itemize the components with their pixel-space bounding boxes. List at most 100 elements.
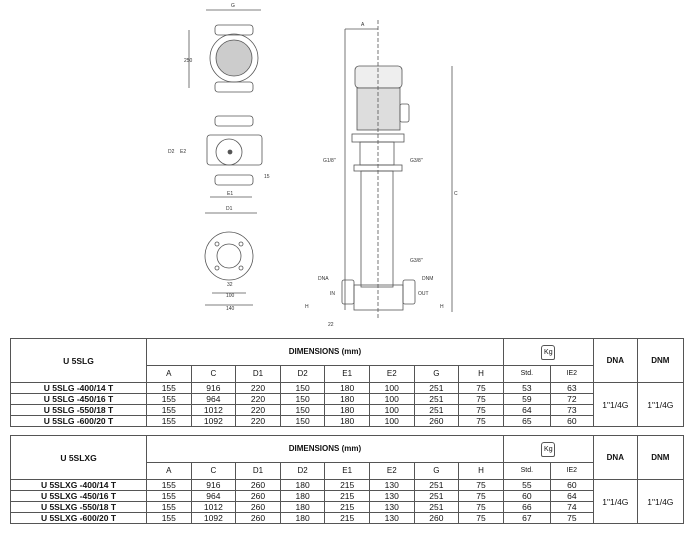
model-name: U 5SLG -400/14 T (10, 382, 147, 394)
dim-label-g: G (231, 3, 235, 9)
dimension-value: 215 (324, 490, 370, 502)
dimension-value: 251 (413, 490, 460, 502)
dim-label-22: 22 (328, 322, 334, 328)
inlet-label: IN (330, 291, 335, 297)
dimension-value: 180 (279, 479, 326, 491)
dimension-value: 75 (458, 415, 504, 427)
dimension-value: 155 (146, 490, 192, 502)
dimension-value: 1012 (190, 501, 237, 513)
dimension-value: 180 (324, 415, 370, 427)
dim-label-15: 15 (264, 174, 270, 180)
weight-ie2: 74 (549, 501, 594, 513)
weight-std: 59 (502, 393, 551, 405)
dimension-value: 150 (279, 393, 326, 405)
dimension-value: 155 (146, 415, 192, 427)
dimension-value: 75 (458, 382, 504, 394)
dim-label-a: A (361, 22, 365, 28)
dimension-value: 916 (190, 479, 237, 491)
table-title: U 5SLG (10, 338, 147, 383)
dna-value: 1"1/4G (592, 382, 638, 427)
dimension-value: 1092 (190, 415, 237, 427)
dim-label-h-right: H (440, 304, 444, 310)
dimension-value: 260 (235, 501, 281, 513)
column-header: A (146, 365, 192, 383)
weight-header: Kg (502, 338, 594, 366)
column-header: D2 (279, 365, 326, 383)
dnm-header: DNM (636, 338, 684, 383)
dim-label-dna: DNA (318, 276, 329, 282)
dimension-value: 155 (146, 404, 192, 416)
dimension-value: 75 (458, 490, 504, 502)
dimension-value: 220 (235, 415, 281, 427)
dimension-value: 215 (324, 501, 370, 513)
dim-label-100: 100 (226, 293, 235, 299)
dimension-value: 260 (235, 490, 281, 502)
dim-label-e1: E1 (227, 191, 233, 197)
column-header: A (146, 462, 192, 480)
dim-label-c: C (454, 191, 458, 197)
dimension-value: 75 (458, 512, 504, 524)
dimension-value: 1092 (190, 512, 237, 524)
dim-label-d1: D1 (226, 206, 233, 212)
weight-ie2: 63 (549, 382, 594, 394)
model-name: U 5SLXG -600/20 T (10, 512, 147, 524)
dimensions-header: DIMENSIONS (mm) (146, 435, 504, 463)
column-header: C (190, 462, 237, 480)
dimension-value: 220 (235, 382, 281, 394)
dimension-value: 251 (413, 382, 460, 394)
weight-std: 64 (502, 404, 551, 416)
outlet-label: OUT (418, 291, 429, 297)
dimension-value: 130 (368, 501, 415, 513)
dna-header: DNA (592, 338, 638, 383)
pump-technical-drawing: G 250 D2 E2 15 E1 D1 32 100 140 A G1/8" … (168, 3, 458, 328)
weight-std: 66 (502, 501, 551, 513)
weight-ie2: 75 (549, 512, 594, 524)
weight-ie2: 64 (549, 490, 594, 502)
column-header: E1 (324, 365, 370, 383)
dimension-value: 100 (368, 415, 415, 427)
column-header: D1 (235, 462, 281, 480)
dimension-value: 150 (279, 404, 326, 416)
column-header: G (413, 462, 460, 480)
dna-header: DNA (592, 435, 638, 480)
top-view (188, 9, 261, 93)
column-header: H (458, 365, 504, 383)
model-name: U 5SLG -550/18 T (10, 404, 147, 416)
dimension-value: 916 (190, 382, 237, 394)
dimension-value: 155 (146, 512, 192, 524)
flange-view (204, 231, 254, 306)
weight-header: Kg (502, 435, 594, 463)
column-header: E2 (368, 365, 415, 383)
dnm-value: 1"1/4G (636, 479, 684, 524)
weight-column-header: IE2 (549, 365, 594, 383)
dim-label-140: 140 (226, 306, 235, 312)
weight-icon: Kg (541, 441, 556, 457)
dimension-value: 220 (235, 393, 281, 405)
dimension-value: 180 (324, 382, 370, 394)
weight-ie2: 60 (549, 479, 594, 491)
dimension-value: 251 (413, 404, 460, 416)
dimension-value: 75 (458, 479, 504, 491)
column-header: D1 (235, 365, 281, 383)
dim-label-e2: E2 (180, 149, 186, 155)
weight-std: 65 (502, 415, 551, 427)
weight-column-header: IE2 (549, 462, 594, 480)
weight-ie2: 72 (549, 393, 594, 405)
port-label-g38: G3/8" (410, 158, 423, 164)
dim-label-d2: D2 (168, 149, 175, 155)
dimension-value: 964 (190, 393, 237, 405)
port-label-g18: G1/8" (323, 158, 336, 164)
dimension-value: 215 (324, 512, 370, 524)
dimension-value: 180 (324, 404, 370, 416)
weight-ie2: 60 (549, 415, 594, 427)
dimension-value: 215 (324, 479, 370, 491)
dimension-value: 155 (146, 382, 192, 394)
dimension-value: 1012 (190, 404, 237, 416)
weight-std: 53 (502, 382, 551, 394)
dimension-value: 150 (279, 415, 326, 427)
dim-label-32: 32 (227, 282, 233, 288)
